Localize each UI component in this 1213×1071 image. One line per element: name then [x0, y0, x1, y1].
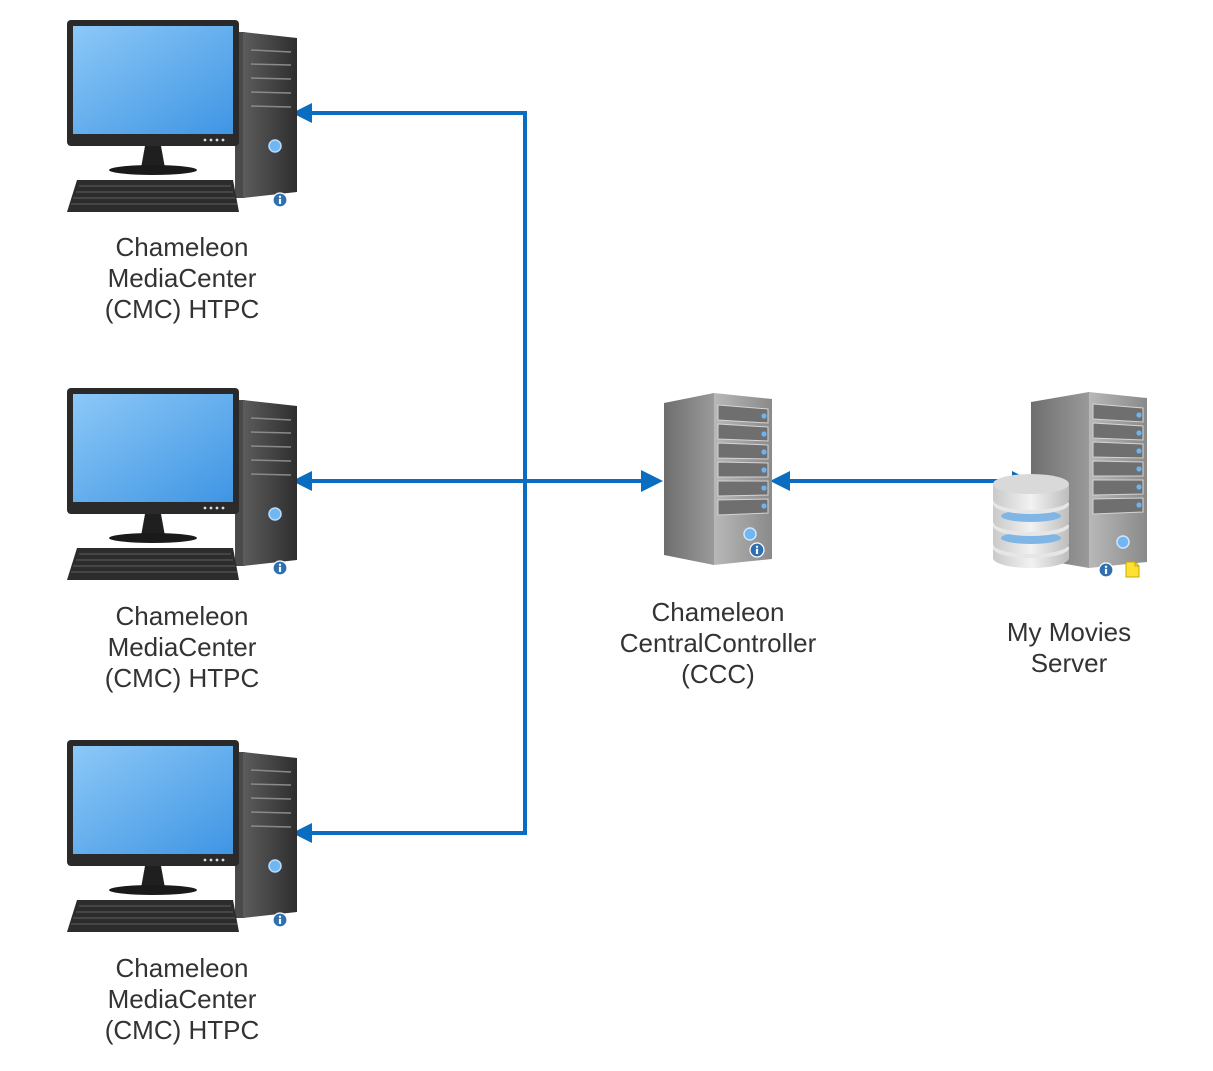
- arrowhead-ccc-in: [641, 470, 663, 492]
- htpc-1-label-line: Chameleon: [115, 232, 249, 262]
- htpc-3-label: Chameleon MediaCenter (CMC) HTPC: [62, 953, 302, 1046]
- htpc-2-node[interactable]: [66, 387, 298, 581]
- htpc-2-label-line: Chameleon: [115, 601, 249, 631]
- info-badge-icon[interactable]: [272, 912, 288, 928]
- htpc-3-label-line: MediaCenter: [107, 984, 257, 1014]
- connector-ccc-htpc1: [300, 111, 527, 482]
- htpc-1-node[interactable]: [66, 19, 298, 213]
- ccc-node[interactable]: [664, 393, 772, 565]
- connector-ccc-htpc3: [300, 482, 527, 835]
- htpc-3-label-line: Chameleon: [115, 953, 249, 983]
- database-server-icon: [993, 392, 1147, 568]
- connector-lines: [300, 111, 1020, 835]
- arrowhead-htpc1: [292, 103, 312, 123]
- htpc-1-label-line: MediaCenter: [107, 263, 257, 293]
- htpc-2-label-line: MediaCenter: [107, 632, 257, 662]
- server-tower-icon: [664, 393, 772, 565]
- mymovies-label: My Movies Server: [979, 617, 1159, 679]
- ccc-label-line: (CCC): [681, 659, 755, 689]
- connector-arrowheads: [292, 103, 1032, 843]
- arrowhead-htpc3: [292, 823, 312, 843]
- info-badge-icon[interactable]: [749, 542, 765, 558]
- mymovies-label-line: My Movies: [1006, 617, 1132, 647]
- htpc-1-label-line: (CMC) HTPC: [104, 294, 260, 324]
- arrowhead-ccc-out: [770, 471, 790, 491]
- desktop-computer-icon: [66, 739, 298, 933]
- htpc-3-label-line: (CMC) HTPC: [104, 1015, 260, 1045]
- desktop-computer-icon: [66, 19, 298, 213]
- info-badge-icon[interactable]: [1098, 562, 1114, 578]
- ccc-label-line: Chameleon: [651, 597, 785, 627]
- mymovies-node[interactable]: [993, 392, 1147, 578]
- note-badge-icon[interactable]: [1125, 561, 1140, 578]
- mymovies-label-line: Server: [1030, 648, 1108, 678]
- htpc-2-label-line: (CMC) HTPC: [104, 663, 260, 693]
- ccc-label: Chameleon CentralController (CCC): [588, 597, 848, 690]
- htpc-1-label: Chameleon MediaCenter (CMC) HTPC: [62, 232, 302, 325]
- htpc-3-node[interactable]: [66, 739, 298, 933]
- ccc-label-line: CentralController: [619, 628, 817, 658]
- arrowhead-htpc2: [292, 471, 312, 491]
- info-badge-icon[interactable]: [272, 560, 288, 576]
- desktop-computer-icon: [66, 387, 298, 581]
- htpc-2-label: Chameleon MediaCenter (CMC) HTPC: [62, 601, 302, 694]
- info-badge-icon[interactable]: [272, 192, 288, 208]
